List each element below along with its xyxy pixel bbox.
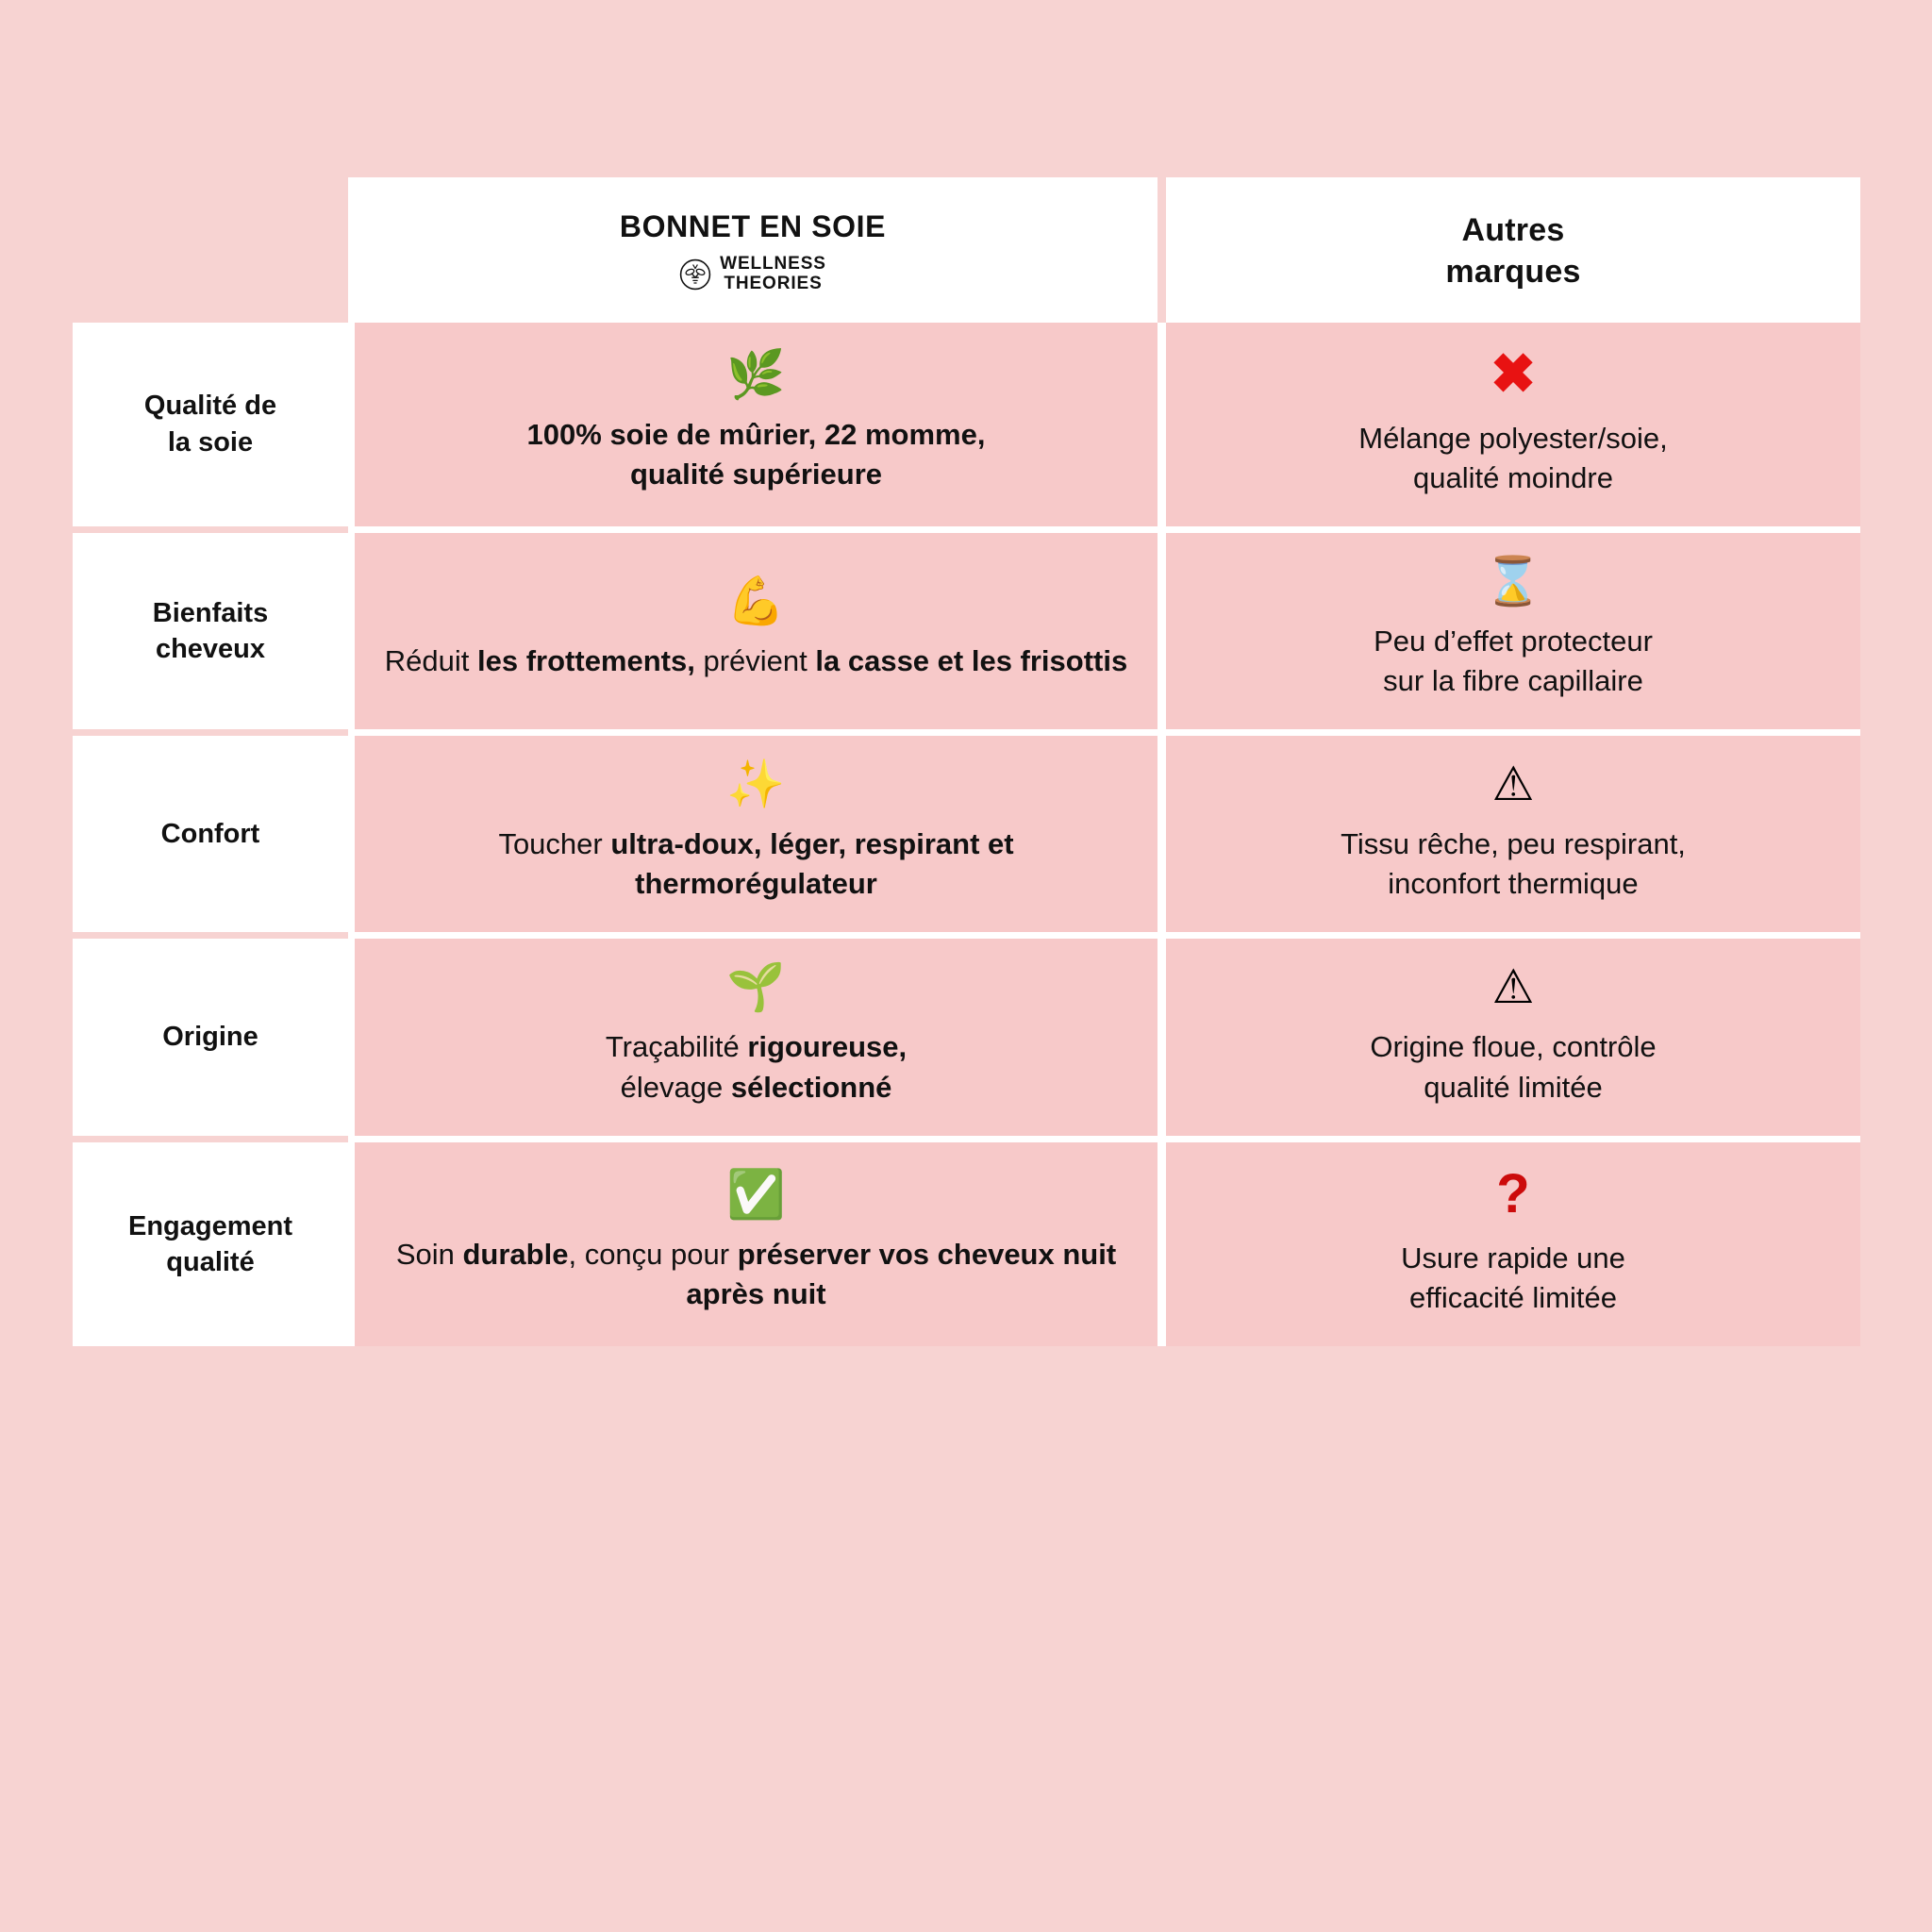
row-label-confort: Confort <box>73 729 348 933</box>
cell-competitor-text: Origine floue, contrôle qualité limitée <box>1370 1027 1656 1107</box>
row-label-line-2: la soie <box>167 426 254 458</box>
cell-competitor-text: Usure rapide une efficacité limitée <box>1401 1239 1625 1318</box>
cell-competitor-text-line-2: inconfort thermique <box>1388 867 1639 901</box>
cell-competitor-qualite-de-la-soie: ✖ Mélange polyester/soie, qualité moindr… <box>1158 322 1860 526</box>
header-product-column: BONNET EN SOIE WELLNESS <box>348 177 1158 323</box>
cell-competitor-text-line-1: Origine floue, contrôle <box>1370 1030 1657 1064</box>
product-column-title: BONNET EN SOIE <box>619 209 887 243</box>
row-label-line-1: Origine <box>162 1022 258 1053</box>
competitor-column-title-line-1: Autres <box>1461 212 1565 249</box>
cell-competitor-text-line-2: qualité limitée <box>1424 1070 1603 1104</box>
competitor-column-title-line-2: marques <box>1445 253 1581 290</box>
brand-line-1: WELLNESS <box>720 253 826 274</box>
row-label-line-2: cheveux <box>155 634 266 664</box>
cell-competitor-text-line-1: Tissu rêche, peu respirant, <box>1341 827 1686 861</box>
row-label-line-1: Confort <box>160 819 260 850</box>
cell-product-bienfaits-cheveux: 💪 Réduit les frottements, prévient la ca… <box>348 525 1158 730</box>
flexed-biceps-emoji: 💪 <box>726 574 786 627</box>
cell-competitor-text-line-1: Mélange polyester/soie, <box>1358 421 1668 455</box>
cell-competitor-text-line-2: efficacité limitée <box>1409 1280 1617 1314</box>
cell-competitor-origine: ⚠ Origine floue, contrôle qualité limité… <box>1158 932 1860 1136</box>
cell-product-origine: 🌱 Traçabilité rigoureuse,élevage sélecti… <box>348 932 1158 1136</box>
cell-competitor-confort: ⚠ Tissu rêche, peu respirant, inconfort … <box>1158 729 1860 933</box>
comparison-table: BONNET EN SOIE WELLNESS <box>73 177 1860 1347</box>
cell-competitor-engagement-qualite: ? Usure rapide une efficacité limitée <box>1158 1135 1860 1347</box>
warning-triangle-emoji: ⚠ <box>1491 960 1535 1014</box>
cell-product-text-line-2: qualité supérieure <box>629 457 883 491</box>
header-competitor-column: Autres marques <box>1158 177 1860 323</box>
cell-competitor-text: Mélange polyester/soie, qualité moindre <box>1358 419 1667 498</box>
cell-competitor-text: Tissu rêche, peu respirant, inconfort th… <box>1341 824 1686 904</box>
cell-product-text: Réduit les frottements, prévient la cass… <box>384 643 1128 677</box>
row-label-qualite-de-la-soie: Qualité de la soie <box>73 322 348 526</box>
row-label-line-1: Engagement <box>127 1210 293 1241</box>
cell-product-text: Toucher ultra-doux, léger, respirant et … <box>498 827 1014 901</box>
herb-leaf-emoji: 🌿 <box>726 347 786 401</box>
warning-triangle-emoji: ⚠ <box>1491 758 1535 811</box>
seedling-emoji: 🌱 <box>726 960 786 1014</box>
cell-product-text: Traçabilité rigoureuse,élevage sélection… <box>605 1030 908 1104</box>
row-label-line-2: qualité <box>166 1246 255 1277</box>
cell-competitor-bienfaits-cheveux: ⌛ Peu d’effet protecteur sur la fibre ca… <box>1158 525 1860 730</box>
cell-competitor-text-line-1: Usure rapide une <box>1401 1241 1625 1274</box>
cell-product-text-line-1: 100% soie de mûrier, 22 momme, <box>526 417 986 451</box>
cell-competitor-text-line-1: Peu d’effet protecteur <box>1374 624 1653 658</box>
row-label-line-1: Qualité de <box>143 391 277 422</box>
row-label-origine: Origine <box>73 932 348 1136</box>
green-check-mark-button-emoji: ✅ <box>726 1167 786 1221</box>
hourglass-emoji: ⌛ <box>1483 554 1543 608</box>
red-cross-mark-emoji: ✖ <box>1490 342 1537 405</box>
red-question-mark-emoji: ? <box>1496 1162 1530 1224</box>
cell-product-text: 100% soie de mûrier, 22 momme, qualité s… <box>527 415 986 494</box>
cell-product-qualite-de-la-soie: 🌿 100% soie de mûrier, 22 momme, qualité… <box>348 322 1158 526</box>
cell-competitor-text: Peu d’effet protecteur sur la fibre capi… <box>1374 622 1653 701</box>
sparkles-emoji: ✨ <box>726 758 786 811</box>
row-label-engagement-qualite: Engagement qualité <box>73 1135 348 1347</box>
brand-wordmark: WELLNESS THEORIES <box>720 253 826 294</box>
bee-logo-icon <box>679 258 711 291</box>
cell-competitor-text-line-2: sur la fibre capillaire <box>1383 664 1643 697</box>
cell-product-engagement-qualite: ✅ Soin durable, conçu pour préserver vos… <box>348 1135 1158 1347</box>
cell-product-text: Soin durable, conçu pour préserver vos c… <box>395 1237 1117 1310</box>
header-label-spacer <box>73 177 348 323</box>
brand-line-2: THEORIES <box>724 273 823 293</box>
row-label-line-1: Bienfaits <box>152 597 269 628</box>
brand-lockup: WELLNESS THEORIES <box>679 253 826 294</box>
row-label-bienfaits-cheveux: Bienfaits cheveux <box>73 525 348 730</box>
cell-competitor-text-line-2: qualité moindre <box>1413 460 1613 494</box>
cell-product-confort: ✨ Toucher ultra-doux, léger, respirant e… <box>348 729 1158 933</box>
